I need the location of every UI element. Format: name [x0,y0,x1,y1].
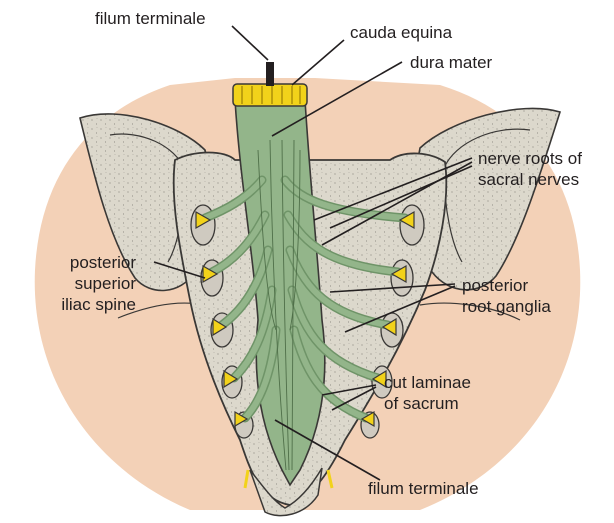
label-psis-line1: posterior [18,252,136,273]
label-nerve-roots-line2: sacral nerves [478,169,582,190]
label-cut-laminae: cut laminae of sacrum [384,372,471,414]
label-laminae-line2: of sacrum [384,393,471,414]
label-psis-line2: superior [18,273,136,294]
cauda-equina-cut-end [233,84,307,106]
label-cauda-equina: cauda equina [350,22,452,43]
label-nerve-roots-line1: nerve roots of [478,148,582,169]
label-posterior-root-ganglia: posterior root ganglia [462,275,551,317]
label-filum-terminale-bottom: filum terminale [368,478,479,499]
label-filum-terminale-top: filum terminale [95,8,206,29]
label-nerve-roots: nerve roots of sacral nerves [478,148,582,190]
label-psis-line3: iliac spine [18,294,136,315]
label-ganglia-line2: root ganglia [462,296,551,317]
label-ganglia-line1: posterior [462,275,551,296]
label-posterior-superior-iliac-spine: posterior superior iliac spine [18,252,136,315]
filum-terminale-stub [266,62,274,86]
label-dura-mater: dura mater [410,52,492,73]
label-laminae-line1: cut laminae [384,372,471,393]
